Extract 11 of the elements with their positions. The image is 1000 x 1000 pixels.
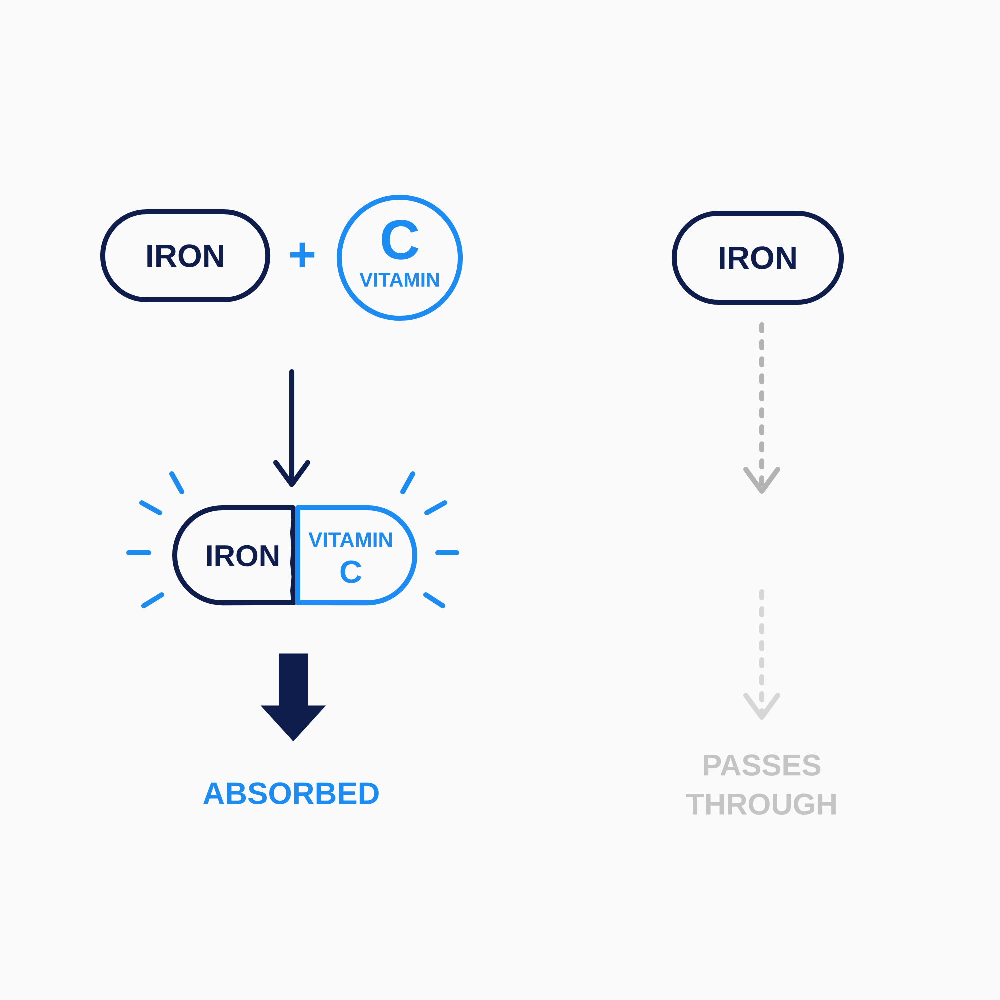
node-label: VITAMIN	[308, 532, 392, 548]
pill-box: IRON	[100, 209, 271, 303]
node-label: C	[340, 560, 362, 584]
arrow	[273, 370, 311, 488]
plus-sign: +	[290, 242, 315, 268]
capsule: IRON VITAMIN C	[126, 472, 460, 609]
dashed-arrow	[744, 590, 781, 720]
outcome-label: ABSORBED	[204, 782, 379, 804]
circle-badge: C VITAMIN	[336, 194, 464, 322]
dashed-arrow	[744, 322, 781, 494]
pill-box: IRON	[672, 210, 844, 306]
